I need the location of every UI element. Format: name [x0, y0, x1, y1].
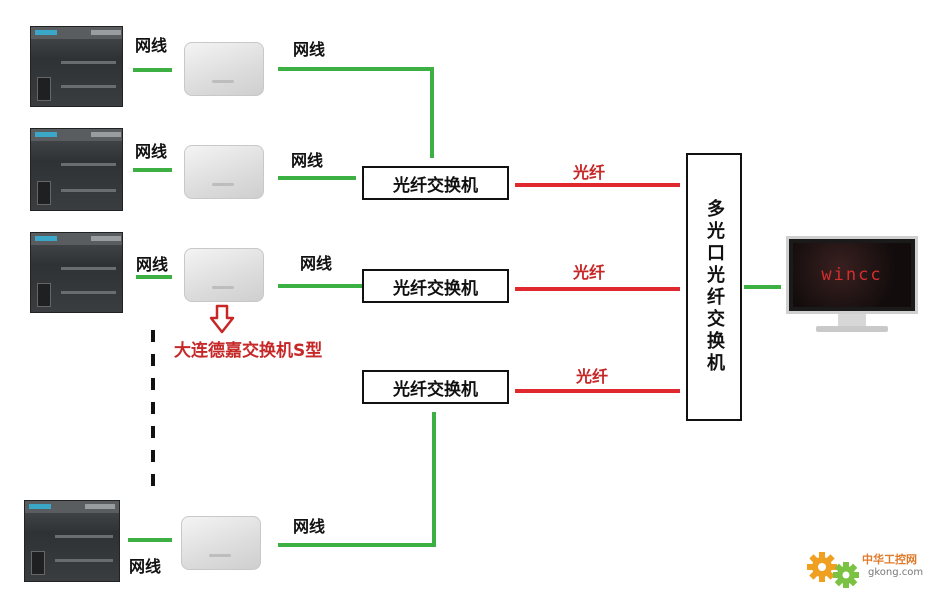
- fiber-lines: [515, 183, 680, 393]
- fiber-switch-1: 光纤交换机: [362, 166, 509, 200]
- gear-icon: [807, 552, 859, 588]
- plc-brand: [29, 504, 51, 509]
- plc-port: [37, 77, 51, 101]
- cable-label: 网线: [291, 151, 324, 170]
- monitor-display: wincc: [793, 243, 911, 307]
- plc-brand: [35, 132, 57, 137]
- plc-brand: [35, 30, 57, 35]
- cable-label: 网线: [293, 40, 326, 59]
- cable-label: 网线: [136, 255, 169, 274]
- plc-slot: [55, 559, 113, 562]
- plc-slot: [61, 61, 116, 64]
- fiber-switch-2: 光纤交换机: [362, 269, 509, 303]
- plc-1: [30, 26, 123, 107]
- switch-logo: [212, 183, 235, 186]
- switch-logo: [212, 286, 235, 289]
- cable-label: 网线: [135, 36, 168, 55]
- ethernet-lines: [128, 67, 781, 547]
- ethernet-switch-4: [181, 516, 261, 570]
- switch-logo: [209, 554, 232, 557]
- cable-label: 网线: [129, 557, 162, 576]
- monitor-screen: wincc: [786, 236, 918, 314]
- plc-model: [91, 30, 121, 35]
- cable-label: 网线: [135, 142, 168, 161]
- hmi-monitor: wincc: [786, 236, 918, 336]
- down-arrow-icon: [209, 304, 235, 334]
- ethernet-switch-1: [184, 42, 264, 96]
- monitor-base: [816, 326, 888, 332]
- multi-port-fiber-switch: 多光口光纤交换机: [686, 153, 742, 421]
- cable-label: 网线: [293, 517, 326, 536]
- fiber-label: 光纤: [576, 367, 609, 386]
- plc-slot: [61, 291, 116, 294]
- fiber-label: 光纤: [573, 263, 606, 282]
- plc-slot: [61, 189, 116, 192]
- watermark-name: 中华工控网: [862, 553, 917, 566]
- plc-port: [31, 551, 45, 575]
- monitor-stand: [838, 314, 866, 326]
- ethernet-switch-3: [184, 248, 264, 302]
- switch-logo: [212, 80, 235, 83]
- plc-model: [91, 236, 121, 241]
- ethernet-switch-2: [184, 145, 264, 199]
- cable-label: 网线: [300, 254, 333, 273]
- plc-model: [91, 132, 121, 137]
- plc-slot: [61, 85, 116, 88]
- hmi-label: wincc: [821, 265, 883, 285]
- plc-3: [30, 232, 123, 313]
- plc-slot: [55, 535, 113, 538]
- fiber-switch-3: 光纤交换机: [362, 370, 509, 404]
- watermark-url: gkong.com: [868, 567, 924, 578]
- switch1-to-fiber-switch1: [278, 67, 434, 158]
- plc-port: [37, 181, 51, 205]
- plc-slot: [61, 267, 116, 270]
- plc-brand: [35, 236, 57, 241]
- plc-4: [24, 500, 120, 582]
- fiber-label: 光纤: [573, 163, 606, 182]
- plc-2: [30, 128, 123, 211]
- plc-slot: [61, 163, 116, 166]
- switch4-to-fiber-switch3: [278, 412, 436, 547]
- plc-port: [37, 283, 51, 307]
- plc-model: [85, 504, 115, 509]
- switch-model-label: 大连德嘉交换机S型: [174, 341, 323, 361]
